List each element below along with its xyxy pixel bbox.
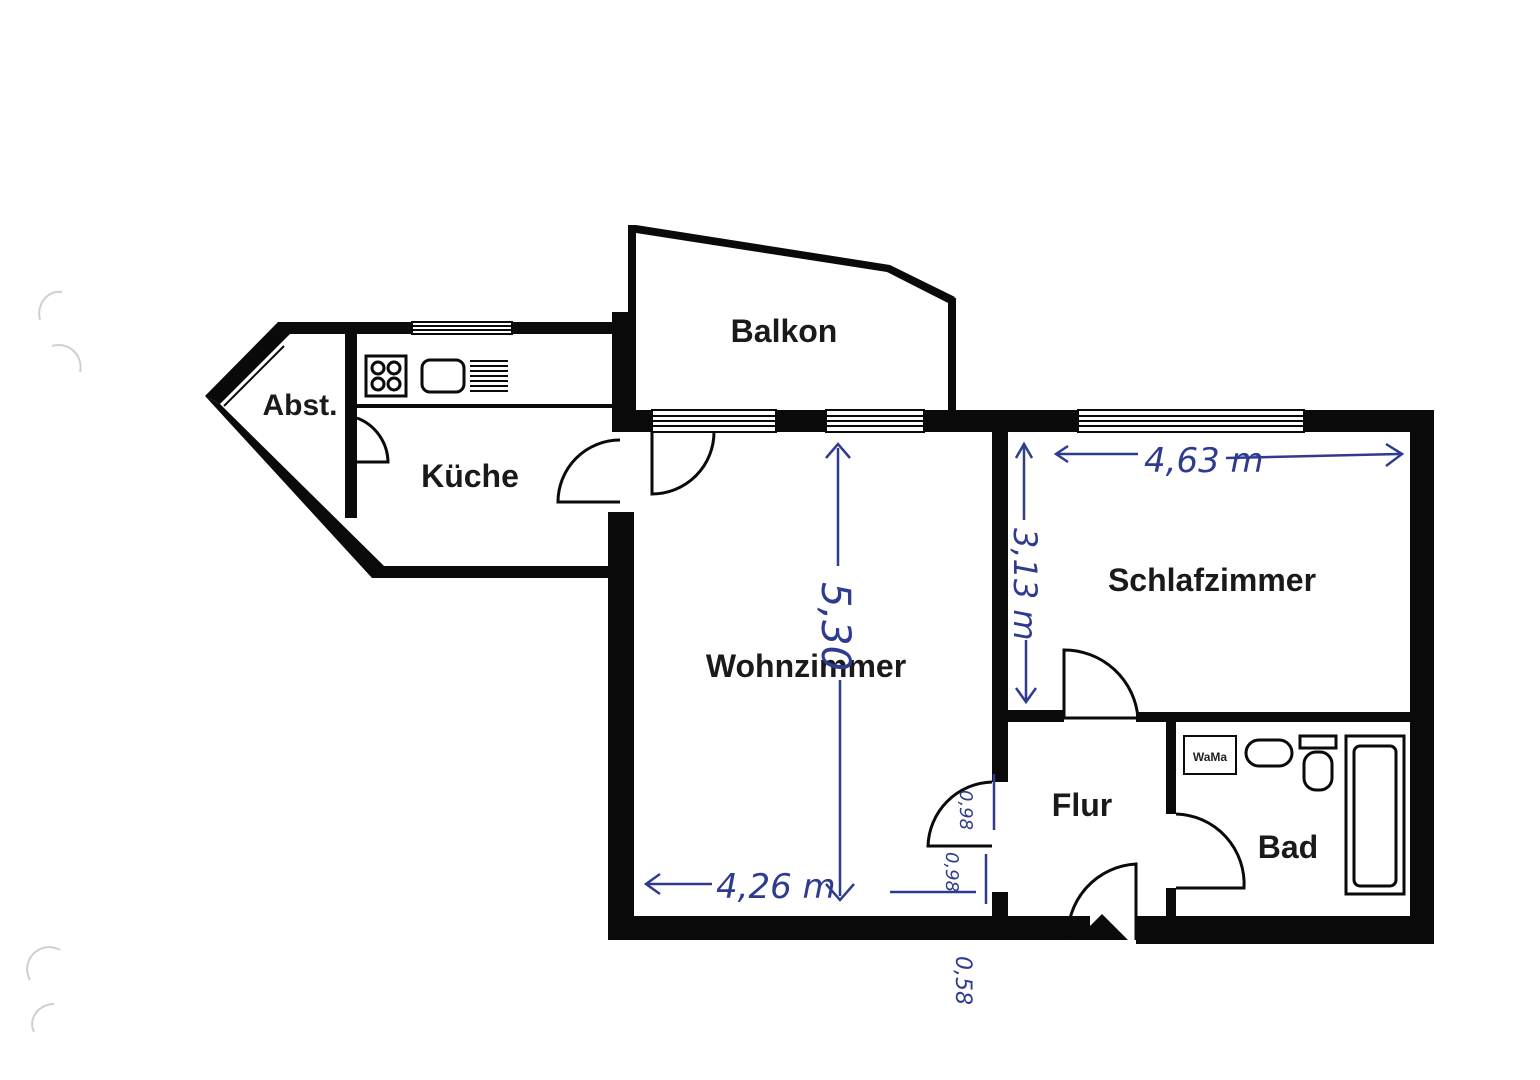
wall-kitchen-bottom (372, 566, 630, 578)
dimension-door-a: 0,98 (955, 790, 976, 830)
room-label-schlafzimmer: Schlafzimmer (1108, 562, 1316, 598)
wall-balkon-right (948, 298, 956, 410)
bathtub-icon (1344, 734, 1406, 896)
window-wohn-2 (825, 409, 925, 433)
wall-bad-left-bottom (1166, 888, 1176, 922)
doors (356, 416, 1246, 941)
room-label-bad: Bad (1258, 829, 1318, 865)
room-label-wohnzimmer: Wohnzimmer (706, 648, 906, 684)
window-abst (211, 337, 285, 407)
windows (211, 321, 1305, 433)
dimension-schlafzimmer-width: 4,63 m (1144, 441, 1264, 481)
door-wohn-balkon (650, 431, 716, 496)
wall-bad-left-top (1166, 722, 1176, 814)
wall-kitchen-inner (345, 334, 357, 518)
wall-wohn-flur-bottom (992, 892, 1008, 922)
stove-icon (364, 354, 408, 398)
sink-icon (420, 358, 466, 394)
dimension-lines (643, 441, 1405, 904)
door-flur-schlaf (1062, 648, 1140, 720)
door-abst (356, 416, 390, 464)
dimension-wohnzimmer-height: 5,30 (812, 582, 858, 671)
door-wohn-flur (926, 780, 993, 848)
room-label-abst: Abst. (263, 389, 338, 422)
wall-main-left (608, 512, 634, 940)
wall-wohn-schlaf (992, 432, 1008, 722)
window-schlaf (1077, 409, 1305, 433)
dimension-door-b: 0,98 (941, 852, 962, 892)
wall-balkon-top (628, 225, 955, 304)
wall-kitchen-left-stub (345, 334, 357, 342)
dimension-wohnzimmer-width: 4,26 m (716, 867, 836, 907)
window-wohn-1 (651, 409, 777, 433)
window-kitchen (411, 321, 513, 335)
entrance-arrow-icon (1076, 914, 1128, 940)
wall-counter-line (357, 404, 617, 408)
wall-schlaf-bad-h (1136, 712, 1422, 722)
door-kitchen-wohn (556, 438, 621, 504)
door-entrance (1066, 862, 1138, 941)
room-label-kueche: Küche (421, 458, 519, 494)
wall-schlaf-flur-h (992, 710, 1064, 722)
wall-main-bottom-right (1136, 916, 1430, 944)
wall-main-bottom-left (608, 916, 1090, 940)
dimension-door-c: 0,58 (950, 956, 975, 1005)
wall-main-right (1410, 410, 1434, 944)
toilet-icon (1298, 734, 1338, 792)
drainboard-icon (470, 360, 508, 392)
washbasin-icon (1244, 738, 1294, 768)
wall-abst-diagonal-bottom (205, 396, 384, 578)
punch-holes (26, 290, 82, 1033)
dimension-schlafzimmer-height: 3,13 m (1006, 528, 1044, 641)
wall-wohn-flur-lower (992, 722, 1008, 782)
washing-machine-icon (1183, 735, 1237, 775)
washing-machine-label: WaMa (1193, 750, 1228, 764)
room-label-balkon: Balkon (731, 313, 838, 349)
wall-pillar (612, 312, 632, 430)
room-label-flur: Flur (1052, 787, 1112, 823)
door-flur-bad (1175, 812, 1246, 890)
